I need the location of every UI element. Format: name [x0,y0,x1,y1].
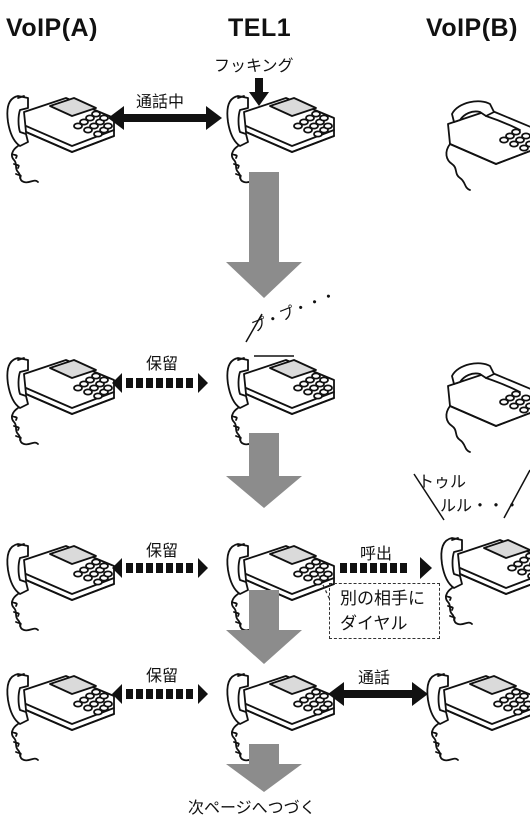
hold-label-step3: 保留 [146,541,179,560]
phone-voip-a-step4 [6,673,115,762]
hold-arrow-step2 [112,373,208,393]
flow-arrow-2 [226,433,302,508]
hold-arrow-step3 [112,558,208,578]
header-voip-b: VoIP(B) [426,14,518,42]
phone-voip-b-step3 [440,537,530,626]
hooking-arrow [249,78,269,106]
phone-tel1-step3 [226,543,335,632]
dial-note-line1: 別の相手に [340,589,425,609]
phone-voip-b-step4 [426,673,530,762]
calling-label: 呼出 [360,544,393,563]
phone-tel1-step4 [226,673,335,762]
phone-voip-a-step1 [6,95,115,184]
hold-arrow-step4 [112,684,208,704]
continue-label: 次ページへつづく [188,798,316,817]
phone-tel1-step2 [226,357,335,446]
hold-label-step4: 保留 [146,666,179,685]
in-call-label: 通話中 [136,92,185,111]
phone-voip-a-step3 [6,543,115,632]
talk-arrow [328,682,428,706]
dial-note-line2: ダイヤル [340,614,408,634]
hooking-label: フッキング [214,56,294,75]
hold-label-step2: 保留 [146,354,179,373]
ringing-lines [413,469,530,521]
flow-arrow-1 [226,172,302,298]
ring-text-2: ルル・・・ [440,496,521,515]
ring-text-1: トゥル [418,472,467,491]
flow-arrow-4 [226,744,302,792]
phone-voip-b-step2 [445,362,530,453]
calling-arrow [340,557,432,579]
beep-lines [245,313,294,357]
dial-leader [317,573,331,601]
header-voip-a: VoIP(A) [6,14,98,42]
in-call-arrow [108,106,222,130]
dial-note-box: 別の相手に ダイヤル [329,583,440,639]
talk-label: 通話 [358,668,391,687]
header-tel1: TEL1 [228,14,292,42]
phone-voip-b-step1 [445,100,530,191]
phone-tel1-step1 [226,95,335,184]
flow-arrow-3 [226,590,302,664]
phone-voip-a-step2 [6,357,115,446]
